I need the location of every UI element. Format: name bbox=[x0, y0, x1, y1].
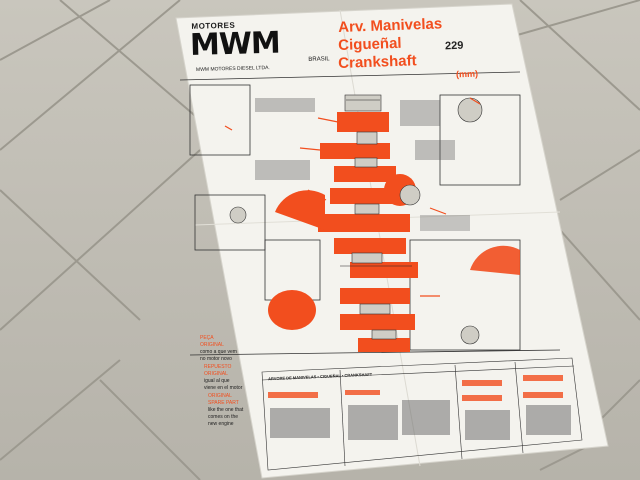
unit-label: (mm) bbox=[455, 68, 479, 80]
note-original-en: ORIGINAL SPARE PART like the one that co… bbox=[208, 393, 244, 427]
brand-country: BRASIL bbox=[308, 56, 330, 63]
mwm-logo: MOTORES MWM BRASIL bbox=[189, 18, 340, 72]
part-code: 229 bbox=[444, 39, 464, 53]
title-english: Crankshaft bbox=[337, 52, 417, 72]
note-original-es: REPUESTO ORIGINAL igual al que viene en … bbox=[204, 364, 243, 391]
title-spanish: Cigueñal bbox=[337, 34, 402, 54]
brand-logo: MWM bbox=[189, 25, 281, 63]
note-original-pt: PEÇA ORIGINAL como a que vem no motor no… bbox=[200, 335, 237, 362]
